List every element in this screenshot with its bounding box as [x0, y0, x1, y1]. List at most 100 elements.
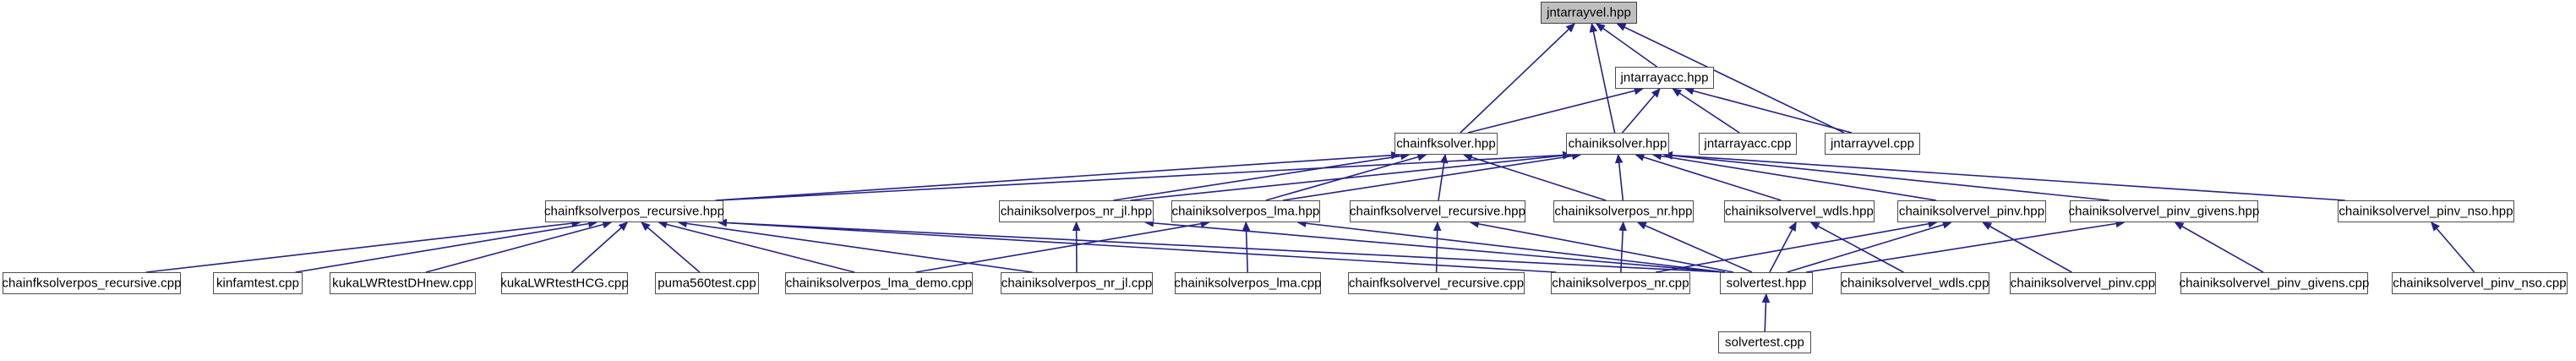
graph-node-label: chainiksolverpos_nr_jl.hpp — [1000, 204, 1153, 218]
graph-edge — [1130, 151, 1573, 201]
graph-node-chainfksolvervel-recursive-cpp[interactable]: chainfksolvervel_recursive.cpp — [1348, 272, 1525, 294]
graph-edge — [1635, 153, 1782, 201]
graph-node-chainiksolverpos-lma-cpp[interactable]: chainiksolverpos_lma.cpp — [1174, 272, 1322, 294]
graph-node-chainiksolvervel-pinv-cpp[interactable]: chainiksolvervel_pinv.cpp — [2010, 272, 2156, 294]
graph-edge — [2174, 222, 2264, 273]
graph-node-chainiksolverpos-lma-hpp[interactable]: chainiksolverpos_lma.hpp — [1171, 200, 1320, 222]
graph-node-label: chainiksolvervel_pinv_givens.cpp — [2179, 276, 2370, 290]
graph-node-chainfksolvervel-recursive-hpp[interactable]: chainfksolvervel_recursive.hpp — [1350, 200, 1525, 222]
graph-node-label: chainfksolver.hpp — [1396, 136, 1496, 150]
graph-node-chainiksolvervel-wdls-cpp[interactable]: chainiksolvervel_wdls.cpp — [1841, 272, 1989, 294]
graph-node-label: chainfksolvervel_recursive.cpp — [1348, 276, 1525, 290]
graph-node-label: chainiksolvervel_wdls.hpp — [1725, 204, 1874, 218]
graph-edge — [1769, 221, 1797, 273]
graph-edge — [1787, 221, 1952, 273]
graph-node-chainfksolverpos-recursive-cpp[interactable]: chainfksolverpos_recursive.cpp — [2, 272, 182, 294]
graph-edge — [715, 150, 1401, 201]
graph-node-label: jntarrayvel.cpp — [1830, 136, 1915, 150]
graph-edge — [2431, 222, 2475, 273]
graph-node-chainiksolvervel-pinv-nso-hpp[interactable]: chainiksolvervel_pinv_nso.hpp — [2338, 200, 2514, 222]
graph-edge — [1809, 222, 1904, 273]
graph-edge — [1614, 153, 1624, 201]
graph-edge — [425, 220, 613, 273]
graph-edge — [1438, 153, 1449, 201]
graph-node-chainiksolvervel-wdls-hpp[interactable]: chainiksolvervel_wdls.hpp — [1724, 200, 1875, 222]
graph-edge — [677, 219, 1033, 273]
graph-edge — [145, 219, 581, 273]
graph-node-label: jntarrayacc.cpp — [1704, 136, 1792, 150]
graph-edge — [641, 222, 701, 273]
graph-edge — [1282, 151, 1582, 201]
graph-node-label: chainiksolver.hpp — [1568, 136, 1667, 150]
graph-node-solvertest-hpp[interactable]: solvertest.hpp — [1720, 272, 1813, 294]
graph-node-label: chainfksolverpos_recursive.cpp — [2, 276, 182, 290]
graph-node-label: puma560test.cpp — [658, 276, 756, 290]
graph-node-jntarrayvel-hpp[interactable]: jntarrayvel.hpp — [1541, 2, 1637, 24]
graph-edge — [1618, 221, 1627, 273]
graph-edge — [1595, 23, 1658, 68]
graph-node-jntarrayvel-cpp[interactable]: jntarrayvel.cpp — [1825, 133, 1920, 155]
graph-node-label: kukaLWRtestDHnew.cpp — [332, 276, 473, 290]
graph-edge — [717, 218, 1557, 273]
graph-node-label: chainfksolverpos_recursive.hpp — [543, 204, 725, 218]
graph-node-label: kukaLWRtestHCG.cpp — [500, 276, 629, 290]
graph-node-chainiksolverpos-nr-hpp[interactable]: chainiksolverpos_nr.hpp — [1553, 200, 1694, 222]
graph-node-label: chainiksolvervel_pinv.hpp — [1898, 204, 2045, 218]
graph-node-label: chainiksolvervel_pinv_givens.hpp — [2068, 204, 2260, 218]
graph-node-label: chainiksolverpos_nr.cpp — [1552, 276, 1689, 290]
graph-edge — [1805, 219, 2126, 273]
graph-node-label: solvertest.hpp — [1726, 276, 1807, 290]
graph-edge — [1462, 153, 1607, 201]
graph-node-label: chainiksolvervel_wdls.cpp — [1841, 276, 1989, 290]
graph-node-label: chainiksolverpos_lma.hpp — [1171, 204, 1320, 218]
graph-node-puma560test-cpp[interactable]: puma560test.cpp — [655, 272, 759, 294]
graph-node-chainiksolverpos-nr-jl-hpp[interactable]: chainiksolverpos_nr_jl.hpp — [999, 200, 1154, 222]
graph-node-kinfamtest-cpp[interactable]: kinfamtest.cpp — [213, 272, 303, 294]
graph-edge — [658, 220, 855, 273]
graph-node-jntarrayacc-cpp[interactable]: jntarrayacc.cpp — [1699, 133, 1797, 155]
graph-node-label: chainiksolverpos_nr.hpp — [1554, 204, 1693, 218]
graph-edge — [1242, 221, 1251, 273]
graph-node-chainiksolvervel-pinv-givens-cpp[interactable]: chainiksolvervel_pinv_givens.cpp — [2179, 272, 2370, 294]
graph-node-chainiksolvervel-pinv-hpp[interactable]: chainiksolvervel_pinv.hpp — [1897, 200, 2046, 222]
graph-edge — [1113, 151, 1411, 201]
graph-node-label: jntarrayacc.hpp — [1620, 70, 1709, 85]
graph-node-label: kinfamtest.cpp — [216, 276, 300, 290]
graph-edge — [1761, 293, 1771, 332]
graph-edge — [1982, 222, 2072, 273]
graph-edge — [1467, 86, 1644, 134]
graph-edge — [1672, 88, 1740, 134]
graph-node-chainiksolverpos-nr-jl-cpp[interactable]: chainiksolverpos_nr_jl.cpp — [1001, 272, 1153, 294]
graph-edge — [1296, 219, 1726, 273]
graph-node-label: chainiksolverpos_nr_jl.cpp — [1001, 276, 1153, 290]
graph-edge — [1265, 153, 1427, 201]
graph-edge — [1589, 22, 1616, 134]
graph-node-jntarrayacc-hpp[interactable]: jntarrayacc.hpp — [1615, 67, 1714, 89]
graph-edge — [1662, 151, 2109, 201]
graph-node-label: chainfksolvervel_recursive.hpp — [1349, 204, 1526, 218]
graph-edge — [1684, 86, 1853, 134]
graph-node-solvertest-cpp[interactable]: solvertest.cpp — [1718, 331, 1811, 353]
graph-node-label: chainiksolvervel_pinv.cpp — [2010, 276, 2156, 290]
graph-node-kukaLWRtestHCG-cpp[interactable]: kukaLWRtestHCG.cpp — [500, 272, 629, 294]
graph-node-label: jntarrayvel.hpp — [1547, 5, 1631, 19]
graph-node-chainfksolverpos-recursive-hpp[interactable]: chainfksolverpos_recursive.hpp — [543, 200, 725, 222]
graph-node-chainfksolver-hpp[interactable]: chainfksolver.hpp — [1394, 133, 1498, 155]
graph-node-chainiksolvervel-pinv-givens-hpp[interactable]: chainiksolvervel_pinv_givens.hpp — [2068, 200, 2260, 222]
graph-node-label: chainiksolverpos_lma.cpp — [1174, 276, 1322, 290]
graph-edge — [1662, 150, 2345, 201]
graph-node-chainiksolvervel-pinv-nso-cpp[interactable]: chainiksolvervel_pinv_nso.cpp — [2392, 272, 2568, 294]
graph-edge — [295, 219, 598, 273]
graph-node-chainiksolver-hpp[interactable]: chainiksolver.hpp — [1566, 133, 1669, 155]
graph-edge — [570, 222, 629, 273]
graph-node-chainiksolverpos-lma-demo-cpp[interactable]: chainiksolverpos_lma_demo.cpp — [785, 272, 973, 294]
graph-edge — [1460, 23, 1576, 134]
graph-node-label: chainiksolverpos_lma_demo.cpp — [785, 276, 973, 290]
graph-node-label: chainiksolvervel_pinv_nso.cpp — [2393, 276, 2567, 290]
graph-node-kukaLWRtestDHnew-cpp[interactable]: kukaLWRtestDHnew.cpp — [330, 272, 476, 294]
graph-edge — [1655, 220, 1938, 273]
graph-edge — [1621, 88, 1661, 134]
graph-node-chainiksolverpos-nr-cpp[interactable]: chainiksolverpos_nr.cpp — [1551, 272, 1690, 294]
